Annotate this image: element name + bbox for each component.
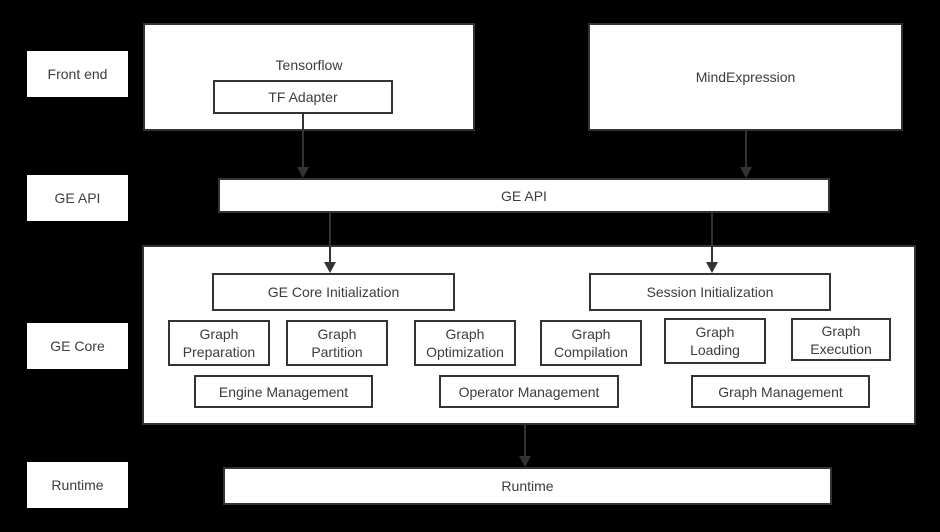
session-initialization-label: Session Initialization: [646, 284, 774, 300]
arrow-shaft: [302, 114, 304, 169]
engine-management-label: Engine Management: [218, 383, 349, 400]
layer-label-ge-core: GE Core: [27, 323, 128, 369]
ge-api-bar-label: GE API: [501, 187, 547, 204]
arrow-mindexpression-to-ge-api: [740, 131, 752, 178]
layer-label-text: Front end: [47, 66, 108, 82]
arrow-head-icon: [519, 456, 531, 467]
arrow-shaft: [745, 131, 747, 169]
graph-management-label: Graph Management: [718, 383, 843, 400]
mindexpression-label: MindExpression: [695, 69, 796, 85]
graph-management-box: Graph Management: [691, 375, 870, 408]
arrow-shaft: [524, 425, 526, 458]
layer-label-ge-api: GE API: [27, 175, 128, 221]
arrow-tf-adapter-to-ge-api: [297, 114, 309, 178]
tensorflow-box: Tensorflow TF Adapter: [143, 23, 475, 131]
runtime-bar-label: Runtime: [501, 478, 554, 494]
arrow-head-icon: [706, 262, 718, 273]
arrow-head-icon: [324, 262, 336, 273]
layer-label-text: GE API: [54, 190, 101, 206]
tf-adapter-label: TF Adapter: [268, 89, 338, 105]
operator-management-box: Operator Management: [439, 375, 619, 408]
mindexpression-box: MindExpression: [588, 23, 903, 131]
ge-api-bar: GE API: [218, 178, 830, 213]
tf-adapter-box: TF Adapter: [213, 80, 393, 114]
ge-core-container: GE Core Initialization Session Initializ…: [142, 245, 916, 425]
arrow-ge-api-to-ge-core-initialization: [324, 213, 336, 273]
arrow-head-icon: [740, 167, 752, 178]
arrow-head-icon: [297, 167, 309, 178]
session-initialization-box: Session Initialization: [589, 273, 831, 311]
arrow-ge-core-to-runtime: [519, 425, 531, 467]
layer-label-text: GE Core: [50, 338, 105, 354]
runtime-bar: Runtime: [223, 467, 832, 505]
ge-core-initialization-box: GE Core Initialization: [212, 273, 455, 311]
ge-core-initialization-label: GE Core Initialization: [267, 284, 400, 300]
layer-label-text: Runtime: [51, 477, 104, 493]
engine-management-box: Engine Management: [194, 375, 373, 408]
arrow-shaft: [329, 213, 331, 264]
layer-label-front-end: Front end: [27, 51, 128, 97]
arrow-ge-api-to-session-initialization: [706, 213, 718, 273]
operator-management-label: Operator Management: [458, 383, 600, 400]
tensorflow-label: Tensorflow: [275, 57, 343, 73]
layer-label-runtime: Runtime: [27, 462, 128, 508]
arrow-shaft: [711, 213, 713, 264]
